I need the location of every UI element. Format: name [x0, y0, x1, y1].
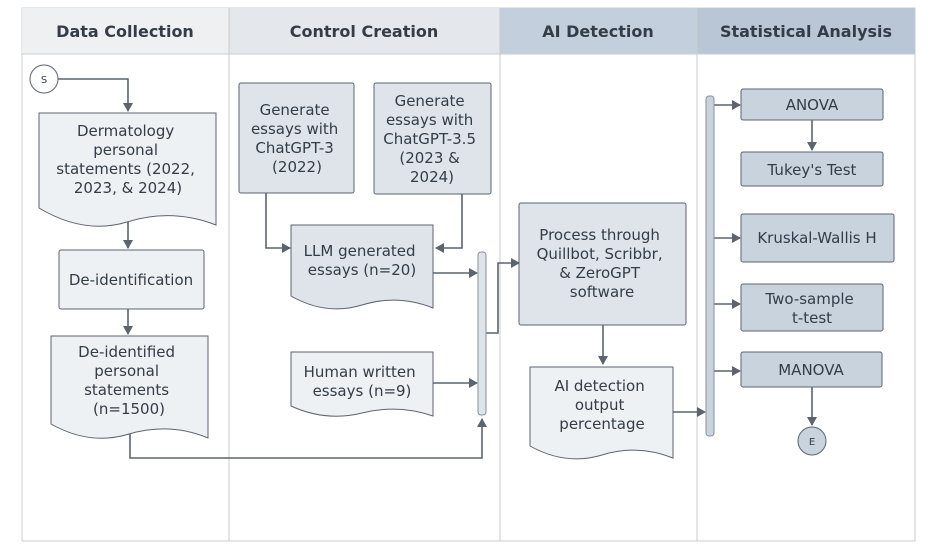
lane-title-data-collection: Data Collection: [56, 22, 194, 41]
connector-start-to-statements: [58, 78, 133, 112]
node-process: [518, 202, 687, 326]
node-gpt35: [373, 82, 492, 195]
node-ttest: [740, 283, 884, 332]
node-anova-label: ANOVA: [786, 96, 839, 114]
node-manova-label: MANOVA: [778, 361, 844, 379]
node-human-essays-label: Human written essays (n=9): [304, 363, 421, 400]
node-human-essays: [290, 351, 434, 417]
lane-header-control-creation: [229, 8, 500, 54]
start-node-label: S: [41, 75, 47, 86]
lane-title-statistical-analysis: Statistical Analysis: [720, 22, 892, 41]
end-node: [797, 426, 827, 456]
node-detection-output-label: AI detection output percentage: [554, 377, 649, 433]
node-derm-statements-label: Dermatology personal statements (2022, 2…: [56, 122, 199, 197]
node-gpt35-label: Generate essays with ChatGPT-3.5 (2023 &…: [383, 92, 481, 186]
node-detection-output: [529, 366, 674, 460]
node-deidentified-statements: [50, 335, 209, 439]
node-anova: [740, 88, 884, 121]
node-manova: [740, 351, 883, 388]
lane-header-data-collection: [22, 8, 229, 54]
node-gpt3: [238, 82, 355, 194]
node-llm-essays-label: LLM generated essays (n=20): [304, 242, 421, 279]
lane-title-ai-detection: AI Detection: [542, 22, 654, 41]
node-deidentification-label: De-identification: [69, 271, 193, 289]
end-node-label: E: [809, 437, 815, 448]
node-kruskal-label: Kruskal-Wallis H: [757, 229, 876, 247]
node-llm-essays: [290, 224, 434, 310]
node-deidentified-statements-label: De-identified personal statements (n=150…: [78, 343, 180, 418]
merge-bar-statistics: [705, 95, 715, 437]
node-ttest-label: Two-sample t-test: [764, 290, 858, 327]
connector-collector-to-process: [486, 258, 520, 334]
connectors: [58, 78, 817, 459]
connector-deidentified-to-collector: [129, 418, 487, 459]
lane-title-control-creation: Control Creation: [290, 22, 439, 41]
lane-header-ai-detection: [500, 8, 697, 54]
merge-bar-control: [477, 251, 487, 416]
connector-gpt3-to-llm: [265, 193, 291, 253]
lane-header-statistical-analysis: [697, 8, 915, 54]
node-kruskal: [740, 213, 895, 263]
node-gpt3-label: Generate essays with ChatGPT-3 (2022): [251, 101, 343, 176]
node-derm-statements: [38, 112, 217, 227]
node-deidentification: [58, 249, 205, 310]
node-process-label: Process through Quillbot, Scribbr, & Zer…: [537, 226, 668, 301]
node-tukey-label: Tukey's Test: [767, 161, 857, 179]
connector-gpt35-to-llm: [435, 194, 463, 253]
node-tukey: [740, 151, 884, 187]
start-node: [29, 64, 59, 94]
